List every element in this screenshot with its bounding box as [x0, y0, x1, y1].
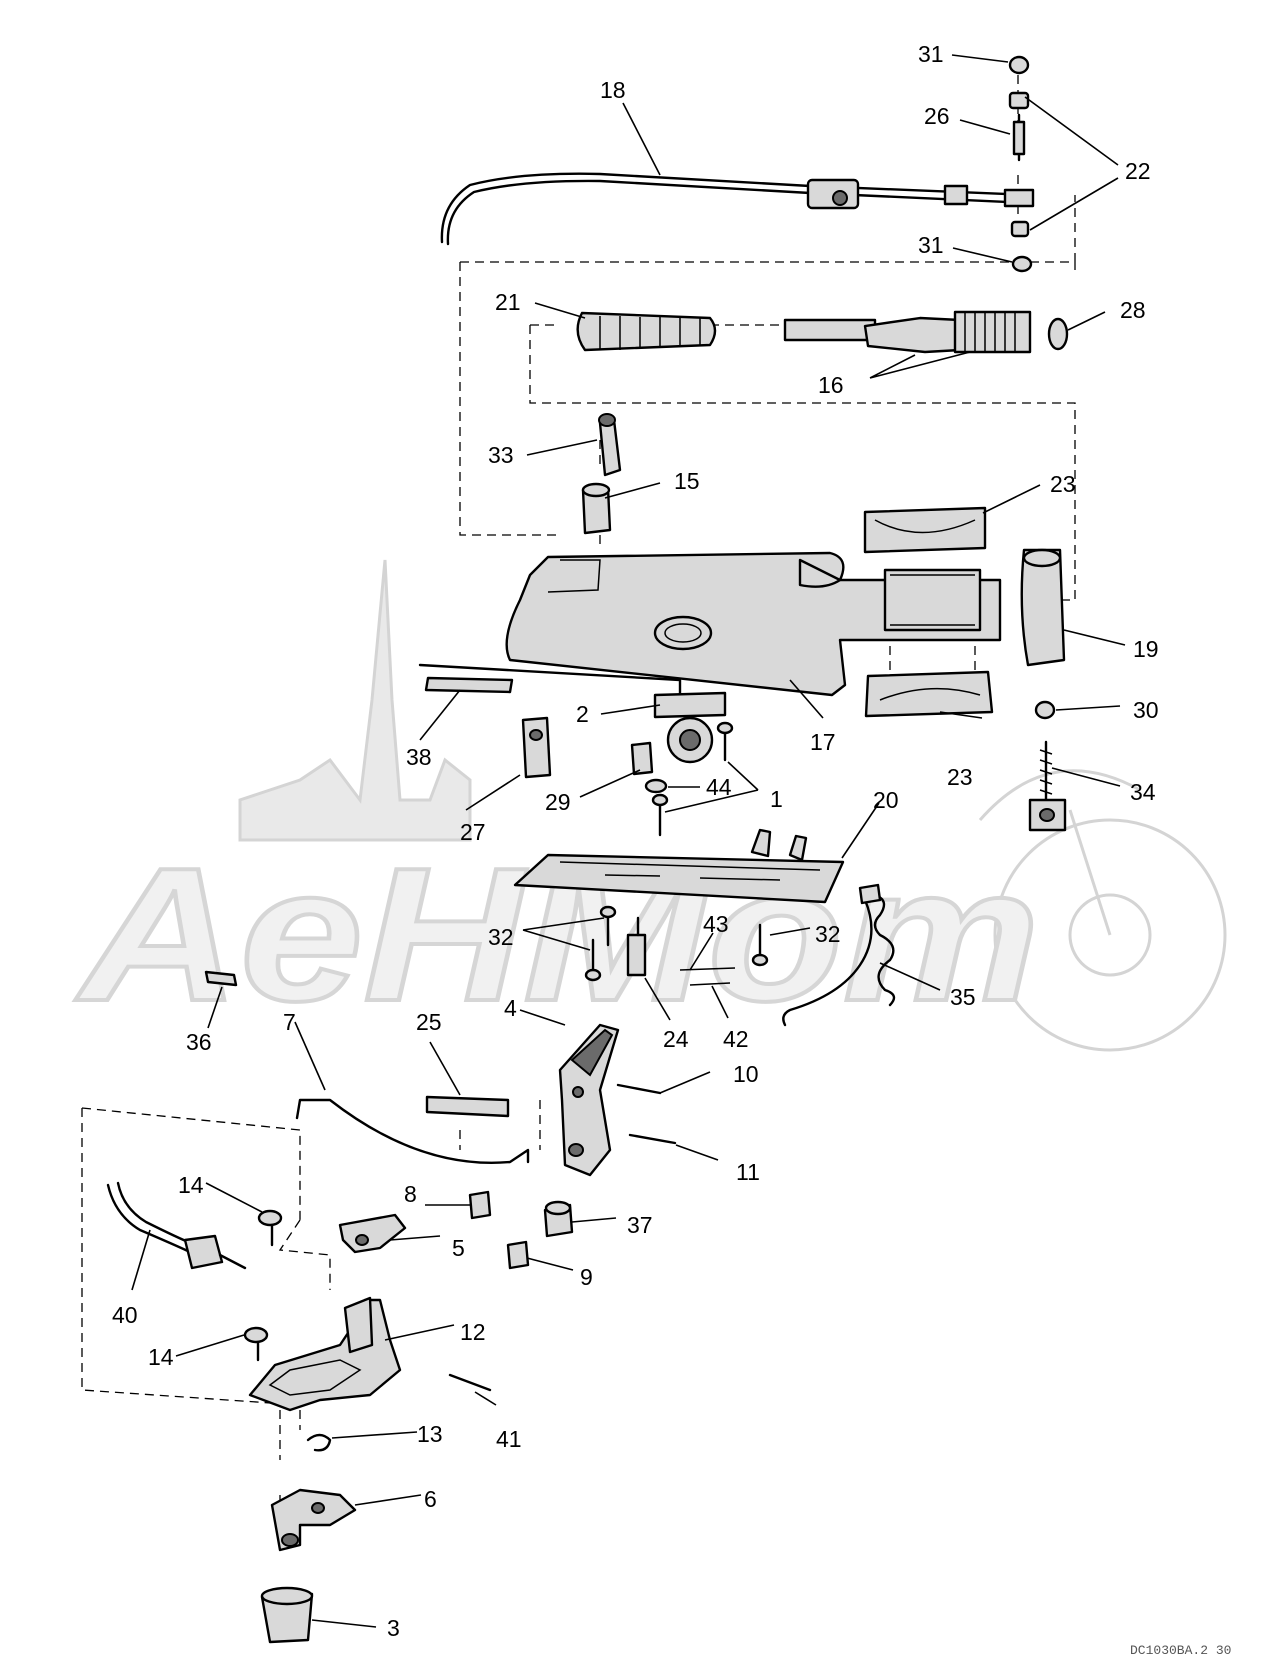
- adjust-screw-part: [1028, 700, 1067, 832]
- callout-20: 20: [873, 787, 899, 813]
- neutral-switch-wire-part: [106, 1181, 247, 1270]
- callout-16: 16: [818, 372, 844, 398]
- callout-40: 40: [112, 1302, 138, 1328]
- callout-32-left: 32: [488, 924, 514, 950]
- callout-26: 26: [924, 103, 950, 129]
- throttle-tube-part: [783, 310, 1069, 354]
- callout-33: 33: [488, 442, 514, 468]
- callout-34: 34: [1130, 779, 1156, 805]
- shift-arm-part: [270, 1488, 357, 1552]
- callout-6: 6: [424, 1486, 437, 1512]
- linkage-hardware-part: [338, 1190, 574, 1270]
- callout-31-bottom: 31: [918, 232, 944, 258]
- snap-ring-part: [306, 1433, 332, 1452]
- callout-43: 43: [703, 911, 729, 937]
- shift-lever-part: [558, 1023, 620, 1177]
- watermark-spire-icon: [238, 559, 472, 842]
- callout-5: 5: [452, 1235, 465, 1261]
- callout-42: 42: [723, 1026, 749, 1052]
- callout-27: 27: [460, 819, 486, 845]
- callout-28: 28: [1120, 297, 1146, 323]
- throttle-cable-part: [440, 172, 1035, 246]
- callout-23-lower: 23: [947, 764, 973, 790]
- callout-25: 25: [416, 1009, 442, 1035]
- small-clip-part: [204, 970, 238, 987]
- adjuster-nuts-part: [1008, 55, 1033, 273]
- callout-2: 2: [576, 701, 589, 727]
- stop-switch-part: [418, 663, 727, 764]
- callout-24: 24: [663, 1026, 689, 1052]
- callout-14-upper: 14: [178, 1172, 204, 1198]
- callout-11: 11: [736, 1159, 760, 1185]
- base-screws-lower-part: [243, 1209, 283, 1362]
- drawing-code: DC1030BA.2 30: [1130, 1643, 1231, 1658]
- switch-screws-part: [630, 721, 734, 837]
- callout-19: 19: [1133, 636, 1159, 662]
- callout-8: 8: [404, 1181, 417, 1207]
- callout-10: 10: [733, 1061, 759, 1087]
- parts: [106, 55, 1069, 1644]
- base-plate-part: [513, 828, 845, 904]
- retaining-clip-lower-part: [864, 670, 994, 718]
- link-rod-part: [295, 1095, 530, 1164]
- assembly-boundaries: [81, 75, 1076, 1545]
- callouts: 31 18 26 22 31 21 28 16 33 15 23 19 17 2…: [112, 41, 1159, 1641]
- callout-22: 22: [1125, 158, 1151, 184]
- callout-37: 37: [627, 1212, 653, 1238]
- cover-plate-part: [521, 716, 552, 779]
- callout-13: 13: [417, 1421, 443, 1447]
- lever-pins-part: [616, 1083, 677, 1145]
- callout-41: 41: [496, 1426, 522, 1452]
- callout-18: 18: [600, 77, 626, 103]
- callout-32-right: 32: [815, 921, 841, 947]
- housing-block-part: [1020, 548, 1066, 667]
- callout-44: 44: [706, 774, 732, 800]
- watermark-wheel-icon: [993, 818, 1227, 1052]
- callout-38: 38: [406, 744, 432, 770]
- callout-29: 29: [545, 789, 571, 815]
- callout-31-top: 31: [918, 41, 944, 67]
- base-screws-part: [584, 905, 769, 986]
- switch-sleeve-part: [581, 413, 622, 535]
- safety-lanyard-part: [782, 883, 896, 1027]
- throttle-housing-part: [505, 551, 1002, 697]
- cotter-pin-part: [448, 1373, 492, 1392]
- callout-3: 3: [387, 1615, 400, 1641]
- callout-30: 30: [1133, 697, 1159, 723]
- retaining-clip-upper-part: [863, 506, 987, 554]
- callout-21: 21: [495, 289, 521, 315]
- leader-lines: [131, 54, 1126, 1628]
- callout-9: 9: [580, 1264, 593, 1290]
- mounting-base-part: [248, 1296, 402, 1412]
- callout-15: 15: [674, 468, 700, 494]
- callout-23-upper: 23: [1050, 471, 1076, 497]
- callout-7: 7: [283, 1009, 296, 1035]
- bushing-part: [260, 1586, 314, 1644]
- callout-36: 36: [186, 1029, 212, 1055]
- callout-1: 1: [770, 786, 783, 812]
- callout-14-lower: 14: [148, 1344, 174, 1370]
- callout-12: 12: [460, 1319, 486, 1345]
- throttle-grip-part: [576, 311, 717, 352]
- callout-17: 17: [810, 729, 836, 755]
- callout-35: 35: [950, 984, 976, 1010]
- callout-4: 4: [504, 995, 517, 1021]
